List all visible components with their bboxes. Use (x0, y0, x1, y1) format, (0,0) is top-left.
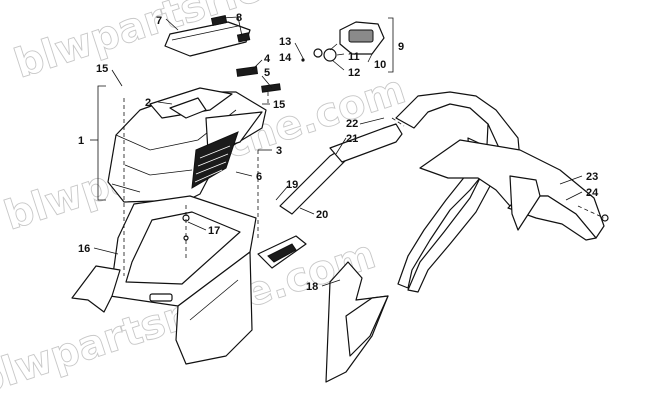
part-vent-grille (191, 131, 239, 189)
callout-10: 10 (374, 59, 386, 71)
part-storage-tray (164, 21, 251, 57)
bracket-9 (388, 17, 394, 73)
callout-1: 1 (78, 135, 84, 147)
callout-14: 14 (279, 52, 292, 64)
leader-lines (90, 16, 583, 287)
callout-5: 5 (264, 67, 270, 79)
part-seat-box (107, 87, 267, 203)
callout-15-right: 15 (273, 99, 285, 111)
callout-20: 20 (316, 209, 328, 221)
part-pads (236, 66, 281, 93)
callout-21: 21 (346, 133, 358, 145)
callout-13: 13 (279, 36, 291, 48)
callout-labels: 1 2 3 4 5 6 7 8 9 10 11 12 13 14 15 15 1… (78, 12, 599, 293)
callout-23: 23 (586, 171, 598, 183)
callout-17: 17 (208, 225, 220, 237)
part-taillight (301, 21, 385, 62)
callout-4: 4 (264, 53, 271, 65)
callout-22: 22 (346, 118, 358, 130)
part-bumper (419, 139, 609, 241)
callout-19: 19 (286, 179, 298, 191)
callout-3: 3 (276, 145, 282, 157)
callout-11: 11 (348, 51, 360, 63)
callout-18: 18 (306, 281, 318, 293)
callout-15-left: 15 (96, 63, 108, 75)
dash-22 (391, 117, 405, 127)
callout-6: 6 (256, 171, 262, 183)
callout-9: 9 (398, 41, 404, 53)
callout-24: 24 (586, 187, 599, 199)
callout-2: 2 (145, 97, 151, 109)
callout-7: 7 (156, 15, 162, 27)
part-lower-tub (71, 195, 257, 365)
part-side-panel (257, 235, 389, 383)
callout-12: 12 (348, 67, 360, 79)
bracket-1 (97, 85, 106, 201)
callout-8: 8 (236, 12, 242, 24)
dash-24 (577, 205, 605, 219)
callout-16: 16 (78, 243, 90, 255)
